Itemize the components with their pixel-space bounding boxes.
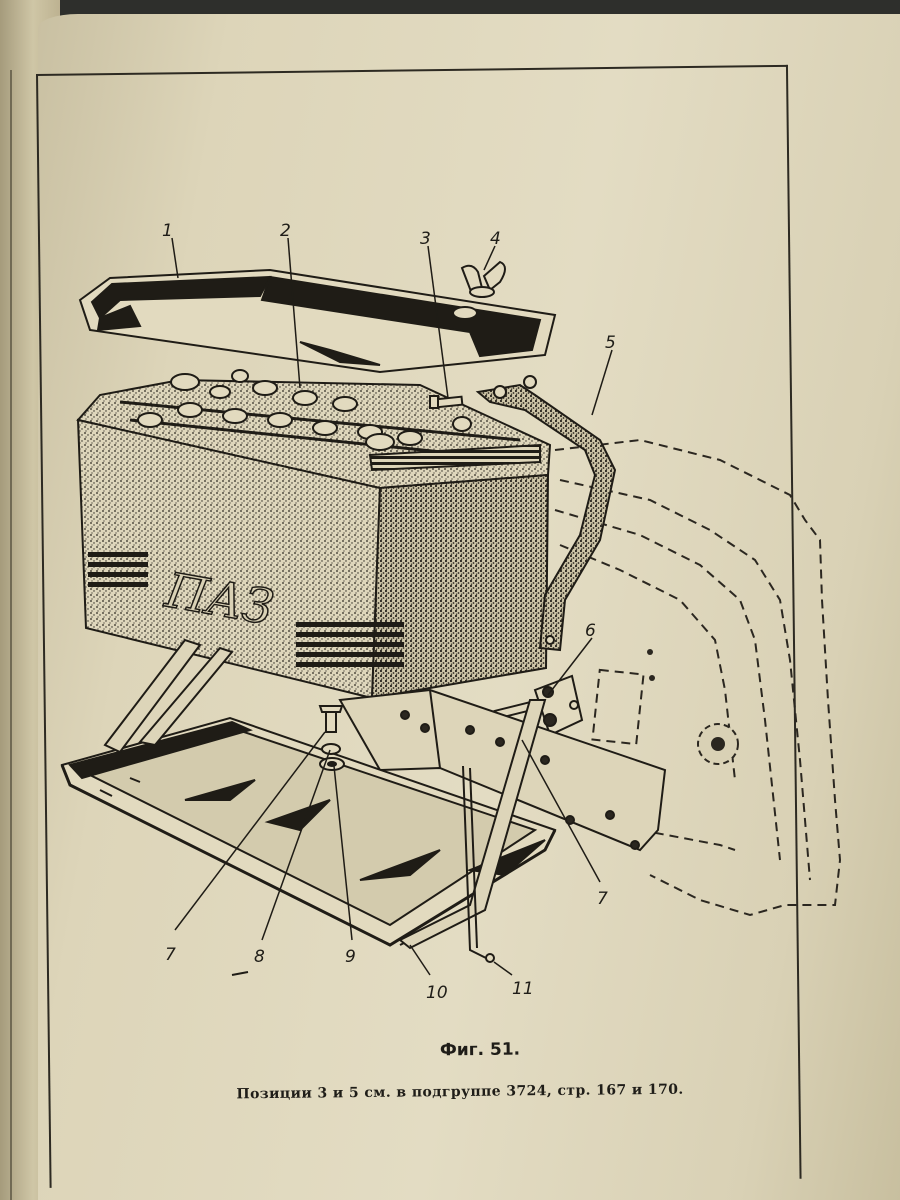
callout-labels: 1 2 3 4 5 6 7 7 8 9 10 11 xyxy=(162,221,616,1003)
battery-vent-slots-right xyxy=(296,622,404,667)
figure-title: Фиг. 51. xyxy=(439,1039,521,1061)
callout-8: 8 xyxy=(254,947,265,967)
print-mark xyxy=(231,971,249,976)
angle-rail xyxy=(338,688,667,852)
mounting-bolt xyxy=(318,705,344,733)
callout-5: 5 xyxy=(605,333,616,353)
callout-6: 6 xyxy=(585,621,596,641)
battery-clamp-frame xyxy=(78,268,557,374)
callout-1: 1 xyxy=(162,221,173,241)
battery-tray xyxy=(60,716,557,947)
callout-3: 3 xyxy=(420,229,431,249)
wing-nut xyxy=(460,260,506,298)
callout-7-left: 7 xyxy=(165,945,176,965)
callout-2: 2 xyxy=(280,221,291,241)
bolt-hole-marker xyxy=(647,649,739,765)
callout-11: 11 xyxy=(512,979,534,999)
spring-washer xyxy=(321,743,341,755)
callout-4: 4 xyxy=(490,229,501,249)
callout-9: 9 xyxy=(345,947,356,967)
battery-body: ПАЗ xyxy=(76,418,550,700)
ground-strap xyxy=(475,375,617,652)
battery-cell-caps xyxy=(137,369,472,451)
battery-vent-slots-left xyxy=(88,552,148,587)
callout-10: 10 xyxy=(426,983,448,1003)
callout-leader-lines xyxy=(171,237,613,976)
left-page-edge xyxy=(10,70,12,1200)
terminal-bolt xyxy=(429,395,464,409)
hook-rod xyxy=(462,765,495,963)
vehicle-body-outline xyxy=(554,438,842,917)
tray-support-struts xyxy=(103,638,547,950)
callout-7-right: 7 xyxy=(597,889,608,909)
